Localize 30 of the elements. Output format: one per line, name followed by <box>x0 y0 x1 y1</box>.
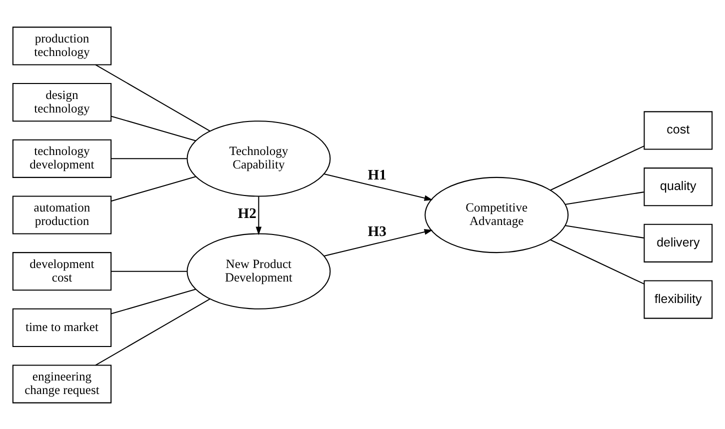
connector <box>565 191 644 204</box>
arrow <box>256 196 262 235</box>
node-ellipse: Technology Capability <box>186 120 331 196</box>
node-box: design technology <box>12 82 112 122</box>
connector <box>110 115 196 141</box>
connector <box>550 238 644 284</box>
connector <box>95 64 210 132</box>
arrow <box>324 228 433 256</box>
node-box: quality <box>644 167 713 206</box>
node-box: cost <box>644 110 713 150</box>
node-box: development cost <box>12 252 112 290</box>
edge-label: H3 <box>368 224 386 240</box>
connector <box>111 158 187 159</box>
node-box: automation production <box>12 195 112 234</box>
edge-label: H2 <box>238 205 256 222</box>
connector <box>95 298 210 366</box>
node-box: delivery <box>644 223 713 262</box>
node-box: engineering change request <box>12 364 112 403</box>
node-box: production technology <box>12 26 112 65</box>
edge-label: H1 <box>368 167 386 184</box>
connector <box>110 176 196 202</box>
connector <box>565 224 644 238</box>
connector <box>111 270 187 272</box>
node-box: time to market <box>12 308 112 346</box>
arrow <box>324 173 433 200</box>
node-box: flexibility <box>644 280 713 318</box>
connector <box>550 145 644 190</box>
connector <box>110 288 196 314</box>
node-box: technology development <box>12 138 112 178</box>
node-ellipse: New Product Development <box>186 232 331 309</box>
